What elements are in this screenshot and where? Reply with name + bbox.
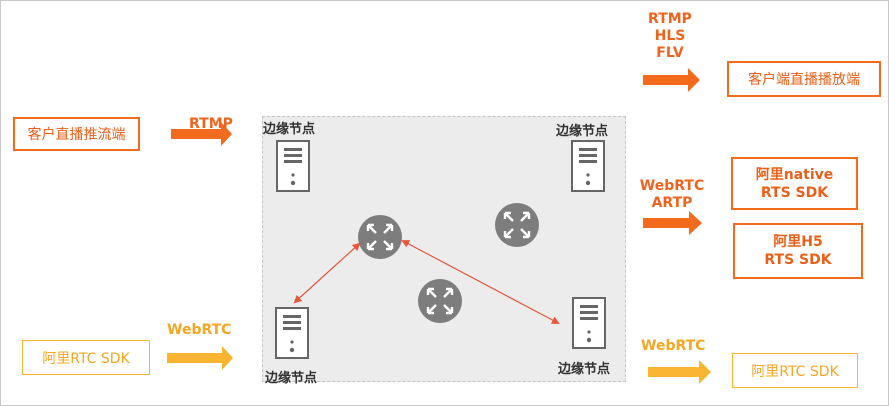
rtc-protocol-label-right: WebRTC <box>641 338 706 354</box>
rtc-protocol-label-left: WebRTC <box>167 322 232 338</box>
edge-node-label: 边缘节点 <box>263 122 316 137</box>
live-protocols-label: RTMP HLS FLV <box>648 11 692 61</box>
arrow-right-icon <box>643 211 702 235</box>
push-client-box: 客户直播推流端 <box>13 117 140 151</box>
link-line <box>401 240 560 324</box>
edge-node-label: 边缘节点 <box>558 362 611 377</box>
live-player-box: 客户端直播播放端 <box>727 61 881 97</box>
router-icon <box>356 213 404 261</box>
rtc-sdk-box-left: 阿里RTC SDK <box>22 340 150 375</box>
server-icon <box>275 307 309 359</box>
arrow-right-icon <box>648 360 711 384</box>
router-icon <box>416 277 464 325</box>
arrow-right-icon <box>643 68 700 92</box>
rts-protocols-label: WebRTC ARTP <box>639 178 705 211</box>
push-protocol-label: RTMP <box>189 116 233 132</box>
edge-node-label: 边缘节点 <box>265 371 318 386</box>
router-icon <box>493 201 541 249</box>
h5-rts-sdk-box: 阿里H5 RTS SDK <box>733 223 863 279</box>
link-line <box>293 242 361 304</box>
server-icon <box>571 140 605 192</box>
arrow-right-icon <box>167 346 233 370</box>
server-icon <box>572 297 606 349</box>
edge-node-label: 边缘节点 <box>556 124 609 139</box>
server-icon <box>276 140 310 192</box>
rtc-sdk-box-right: 阿里RTC SDK <box>732 353 858 388</box>
arrow-right-icon <box>171 122 232 146</box>
native-rts-sdk-box: 阿里native RTS SDK <box>731 157 858 210</box>
